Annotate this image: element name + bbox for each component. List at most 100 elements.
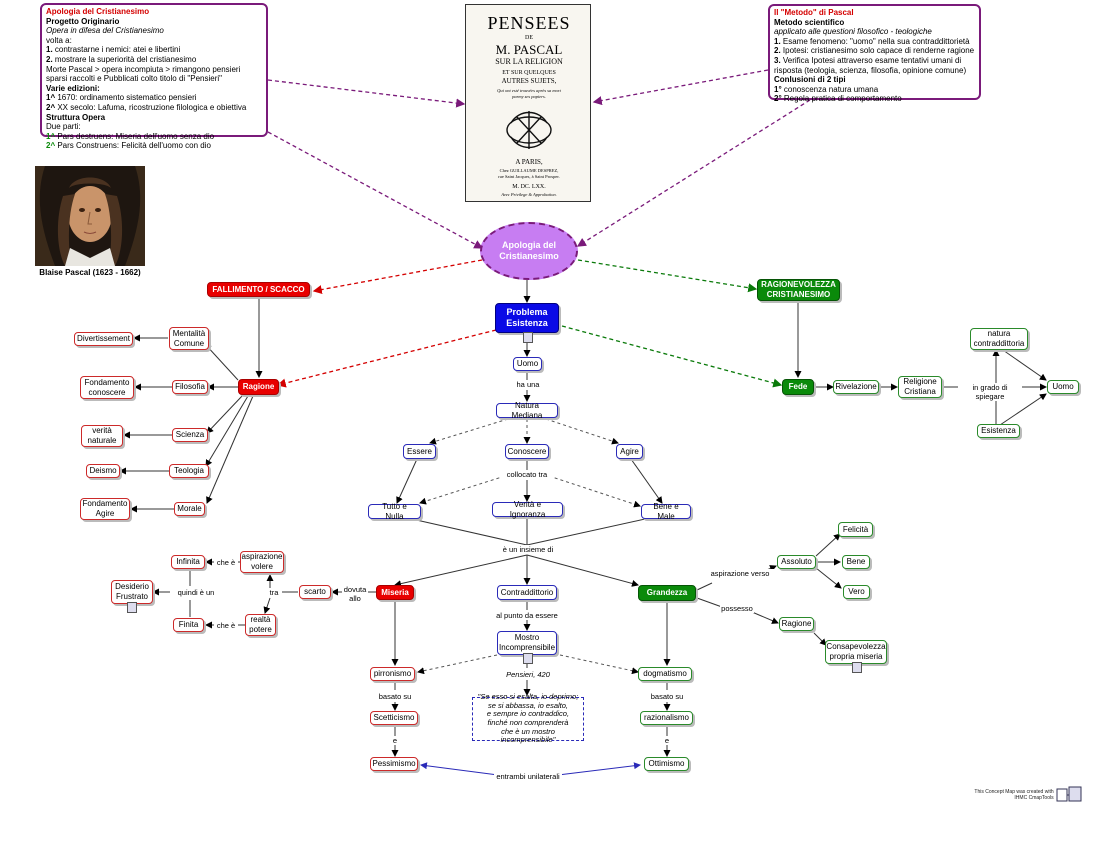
left-info-line: 1^ Pars destruens: Miseria dell'uomo sen…	[46, 132, 262, 142]
node-realta-potere[interactable]: realtà potere	[245, 614, 276, 636]
node-scetticismo[interactable]: Scetticismo	[370, 711, 418, 725]
node-desiderio-frustrato[interactable]: Desiderio Frustrato	[111, 580, 153, 604]
label-e-2: e	[662, 736, 672, 745]
node-ottimismo[interactable]: Ottimismo	[644, 757, 689, 771]
left-info-line-text: Opera in difesa del Cristianesimo	[46, 26, 164, 36]
left-info-line-text: Pars Construens: Felicità dell'uomo con …	[55, 141, 211, 151]
node-mostro-incomprensibile[interactable]: Mostro Incomprensibile	[497, 631, 557, 655]
book-line-publisher: Chez GUILLAUME DESPREZ,	[499, 168, 558, 174]
left-info-line: Varie edizioni:	[46, 84, 262, 94]
book-line-quelques: ET SUR QUELQUES	[502, 70, 556, 76]
right-info-box: Il "Metodo" di Pascal Metodo scientifico…	[768, 4, 981, 103]
cmaptools-credit: This Concept Map was created with IHMC C…	[968, 785, 1083, 807]
right-info-line-number: 2°	[774, 94, 782, 104]
node-bene-male[interactable]: Bene e Male	[641, 502, 691, 521]
node-essere[interactable]: Essere	[403, 444, 436, 459]
mostro-doc-icon[interactable]	[523, 651, 533, 669]
node-agire[interactable]: Agire	[616, 444, 643, 459]
node-divertissement[interactable]: Divertissement	[74, 332, 133, 346]
node-bene[interactable]: Bene	[842, 555, 870, 569]
node-fede[interactable]: Fede	[782, 379, 814, 395]
node-mentalita-comune[interactable]: Mentalità Comune	[169, 327, 209, 350]
label-insieme-di: è un insieme di	[498, 545, 558, 554]
left-info-line: 2^ Pars Construens: Felicità dell'uomo c…	[46, 141, 262, 151]
book-line-year: M. DC. LXX.	[512, 184, 546, 190]
left-info-line-text: Struttura Opera	[46, 112, 106, 122]
apologia-central-node[interactable]: Apologia del Cristianesimo	[480, 222, 578, 280]
portrait-caption: Blaise Pascal (1623 - 1662)	[39, 268, 141, 277]
node-consapevolezza-miseria[interactable]: Consapevolezza propria miseria	[825, 640, 887, 664]
node-conoscere[interactable]: Conoscere	[505, 444, 549, 459]
right-info-line-text: Esame fenomeno: "uomo" nella sua contrad…	[780, 36, 970, 46]
node-uomo[interactable]: Uomo	[513, 357, 542, 371]
consapevolezza-doc-icon[interactable]	[852, 660, 862, 678]
node-dogmatismo[interactable]: dogmatismo	[638, 667, 692, 681]
node-natura-contraddittoria[interactable]: natura contraddittoria	[970, 328, 1028, 350]
node-tutto-nulla[interactable]: Tutto e Nulla	[368, 502, 421, 521]
node-problema-esistenza[interactable]: Problema Esistenza	[495, 303, 559, 333]
node-pirronismo[interactable]: pirronismo	[370, 667, 415, 681]
node-fallimento[interactable]: FALLIMENTO / SCACCO	[207, 282, 310, 297]
label-al-punto-da-essere: al punto da essere	[495, 611, 559, 620]
node-ragione-right[interactable]: Ragione	[779, 617, 814, 631]
node-verita-ignoranza[interactable]: Verità e Ignoranza	[492, 500, 563, 519]
node-contraddittorio[interactable]: Contraddittorio	[497, 585, 557, 600]
left-info-line-number: 2^	[46, 102, 56, 112]
cmaptools-logo-icon	[1056, 786, 1082, 802]
left-info-line-text: XX secolo: Lafuma, ricostruzione filolog…	[55, 102, 247, 112]
problema-doc-icon[interactable]	[523, 330, 533, 348]
node-fondamento-conoscere[interactable]: Fondamento conoscere	[80, 376, 134, 399]
node-verita-naturale[interactable]: verità naturale	[81, 425, 123, 447]
node-religione-cristiana[interactable]: Religione Cristiana	[898, 376, 942, 398]
node-fondamento-agire[interactable]: Fondamento Agire	[80, 498, 130, 520]
node-rivelazione[interactable]: Rivelazione	[833, 380, 879, 394]
book-line-sujets: AUTRES SUJETS,	[501, 77, 556, 85]
right-info-line-text: conoscenza natura umana	[781, 84, 879, 94]
node-scarto[interactable]: scarto	[299, 585, 331, 599]
left-info-line-text: Pars destruens: Miseria dell'uomo senza …	[55, 131, 215, 141]
node-felicita[interactable]: Felicità	[838, 522, 873, 537]
node-scienza[interactable]: Scienza	[172, 428, 208, 442]
node-aspirazione-volere[interactable]: aspirazione volere	[240, 551, 284, 573]
right-info-line: applicato alle questioni filosofico - te…	[774, 27, 975, 37]
label-tra: tra	[266, 588, 282, 597]
node-ragione-left[interactable]: Ragione	[238, 379, 279, 395]
left-info-line-number: 1^	[46, 131, 56, 141]
node-grandezza[interactable]: Grandezza	[638, 585, 696, 601]
node-morale[interactable]: Morale	[174, 502, 205, 516]
label-aspirazione-verso: aspirazione verso	[706, 569, 774, 578]
left-info-line-number: 2^	[46, 141, 56, 151]
label-ha-una: ha una	[510, 380, 546, 389]
left-info-line: Due parti:	[46, 122, 262, 132]
node-teologia[interactable]: Teologia	[169, 464, 209, 478]
node-esistenza[interactable]: Esistenza	[977, 424, 1020, 438]
book-line-paris: A PARIS,	[515, 158, 543, 166]
label-possesso: possesso	[720, 604, 754, 613]
node-ragionevolezza[interactable]: RAGIONEVOLEZZA CRISTIANESIMO	[757, 279, 840, 301]
left-info-line-number: 1.	[46, 45, 53, 55]
blaise-pascal-portrait	[35, 166, 145, 266]
left-info-line-text: Varie edizioni:	[46, 83, 100, 93]
node-finita[interactable]: Finita	[173, 618, 204, 632]
node-deismo[interactable]: Deismo	[86, 464, 120, 478]
node-razionalismo[interactable]: razionalismo	[640, 711, 693, 725]
node-natura-mediana[interactable]: Natura Mediana	[496, 401, 558, 420]
left-info-box: Apologia del Cristianesimo Progetto Orig…	[40, 3, 268, 150]
credit-text: This Concept Map was created with IHMC C…	[974, 789, 1054, 801]
book-monogram-emblem	[505, 111, 552, 149]
node-filosofia[interactable]: Filosofia	[172, 380, 208, 394]
left-info-line: 2. mostrare la superiorità del cristiane…	[46, 55, 262, 65]
book-author: M. PASCAL	[495, 42, 562, 57]
node-vero[interactable]: Vero	[843, 585, 870, 599]
node-infinita[interactable]: Infinita	[171, 555, 205, 569]
node-uomo-right[interactable]: Uomo	[1047, 380, 1079, 394]
left-info-line: 1^ 1670: ordinamento sistematico pensier…	[46, 93, 262, 103]
node-pessimismo[interactable]: Pessimismo	[370, 757, 418, 771]
desiderio-doc-icon[interactable]	[127, 600, 137, 618]
left-info-line-text: contrastarne i nemici: atei e libertini	[52, 45, 181, 55]
node-assoluto[interactable]: Assoluto	[777, 555, 816, 569]
node-miseria[interactable]: Miseria	[376, 585, 414, 600]
right-info-line-text: Metodo scientifico	[774, 17, 845, 27]
